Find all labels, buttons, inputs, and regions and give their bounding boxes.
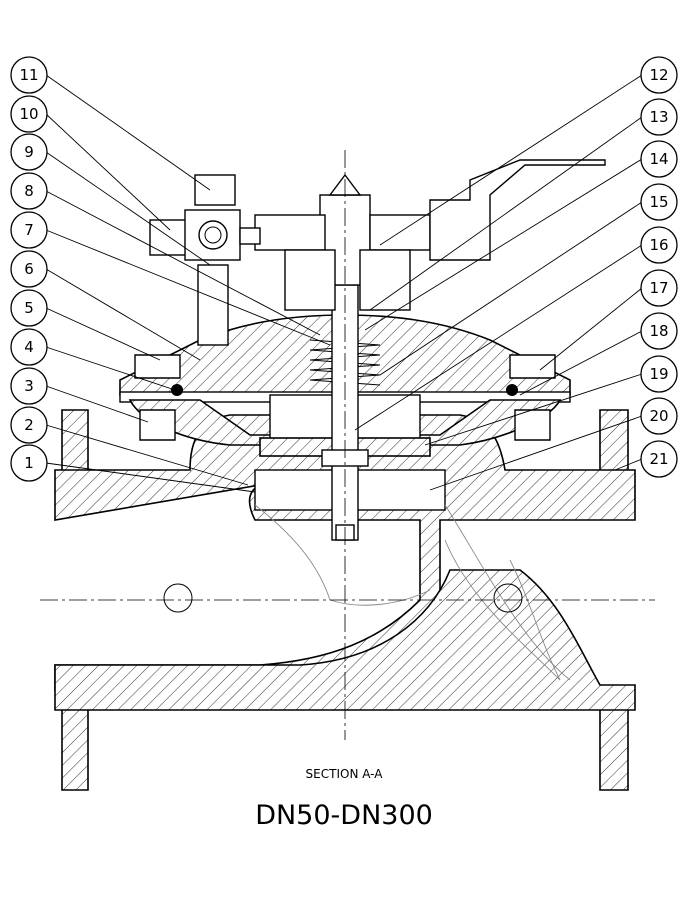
- leader-lines: [45, 74, 643, 493]
- callout-7: 7: [10, 211, 48, 249]
- svg-text:11: 11: [19, 66, 38, 84]
- model-label: DN50-DN300: [255, 800, 433, 831]
- callout-16: 16: [640, 226, 678, 264]
- callout-1: 1: [10, 444, 48, 482]
- left-port-circle: [163, 583, 193, 613]
- svg-text:7: 7: [24, 221, 34, 239]
- svg-text:21: 21: [649, 450, 668, 468]
- svg-text:5: 5: [24, 299, 34, 317]
- svg-text:19: 19: [649, 365, 668, 383]
- callout-5: 5: [10, 289, 48, 327]
- valve-body: [54, 409, 636, 791]
- flow-passage: [254, 504, 571, 681]
- callout-11: 11: [10, 56, 48, 94]
- callout-4: 4: [10, 328, 48, 366]
- svg-text:12: 12: [649, 66, 668, 84]
- svg-text:14: 14: [649, 150, 668, 168]
- svg-text:4: 4: [24, 338, 34, 356]
- callout-14: 14: [640, 140, 678, 178]
- pilot-assembly: [254, 159, 606, 311]
- callout-15: 15: [640, 183, 678, 221]
- callout-17: 17: [640, 269, 678, 307]
- svg-text:9: 9: [24, 143, 34, 161]
- callout-2: 2: [10, 406, 48, 444]
- svg-text:10: 10: [19, 105, 38, 123]
- svg-text:17: 17: [649, 279, 668, 297]
- svg-text:3: 3: [24, 377, 34, 395]
- callout-20: 20: [640, 397, 678, 435]
- svg-text:6: 6: [24, 260, 34, 278]
- callout-12: 12: [640, 56, 678, 94]
- bolts: [134, 354, 556, 441]
- callout-21: 21: [640, 440, 678, 478]
- svg-text:1: 1: [24, 454, 34, 472]
- callout-18: 18: [640, 312, 678, 350]
- svg-text:15: 15: [649, 193, 668, 211]
- ball-valve: [149, 174, 261, 346]
- right-port-circle: [493, 583, 523, 613]
- callout-13: 13: [640, 98, 678, 136]
- callout-6: 6: [10, 250, 48, 288]
- section-label: SECTION A-A: [305, 767, 383, 781]
- callout-10: 10: [10, 95, 48, 133]
- svg-text:8: 8: [24, 182, 34, 200]
- callout-19: 19: [640, 355, 678, 393]
- svg-text:18: 18: [649, 322, 668, 340]
- svg-text:16: 16: [649, 236, 668, 254]
- svg-text:13: 13: [649, 108, 668, 126]
- callout-8: 8: [10, 172, 48, 210]
- svg-text:20: 20: [649, 407, 668, 425]
- callout-9: 9: [10, 133, 48, 171]
- svg-text:2: 2: [24, 416, 34, 434]
- callout-3: 3: [10, 367, 48, 405]
